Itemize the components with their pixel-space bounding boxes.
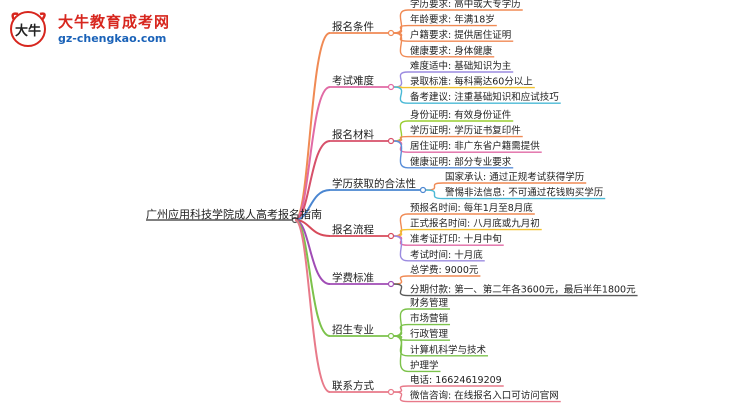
branch-label: 考试难度 — [332, 74, 374, 87]
logo-mark-text: 大牛 — [15, 23, 41, 39]
leaf-connector — [393, 391, 409, 403]
root-node-label: 广州应用科技学院成人高考报名指南 — [146, 208, 322, 221]
branch-end-dot — [387, 83, 395, 91]
site-logo[interactable]: 大牛 大牛教育成考网 gz-chengkao.com — [8, 8, 208, 48]
leaf-label: 警惕非法信息: 不可通过花钱购买学历 — [445, 187, 603, 199]
branch-label: 报名材料 — [332, 128, 374, 141]
leaf-label: 护理学 — [410, 359, 439, 371]
leaf-connector — [393, 228, 409, 237]
branch-connector — [294, 140, 331, 221]
leaf-label: 备考建议: 注重基础知识和应试技巧 — [410, 91, 559, 103]
branch-label: 联系方式 — [332, 379, 374, 392]
leaf-label: 健康要求: 身体健康 — [410, 45, 493, 57]
leaf-label: 市场营销 — [410, 313, 449, 325]
leaf-label: 考试时间: 十月底 — [410, 249, 483, 261]
leaf-label: 财务管理 — [410, 297, 449, 309]
leaf-connector — [393, 71, 409, 88]
leaf-connector — [393, 135, 409, 142]
leaf-label: 计算机科学与技术 — [410, 344, 487, 356]
branch-connector — [294, 219, 331, 393]
branch-end-dot — [387, 232, 395, 240]
bull-logo-icon: 大牛 — [10, 11, 46, 47]
leaf-label: 行政管理 — [410, 328, 449, 340]
leaf-label: 居住证明: 非广东省户籍需提供 — [410, 140, 540, 152]
leaf-label: 身份证明: 有效身份证件 — [410, 109, 512, 121]
branch-8: 联系方式 电话: 16624619209 微信咨询: 在线报名入口可访问官网 — [294, 219, 561, 403]
leaf-label: 健康证明: 部分专业要求 — [410, 156, 512, 168]
branch-end-dot — [419, 186, 427, 194]
leaf-label: 总学费: 9000元 — [410, 264, 479, 276]
branch-end-dot — [387, 29, 395, 37]
leaf-connector — [393, 235, 409, 262]
leaf-label: 难度适中: 基础知识为主 — [410, 60, 511, 72]
leaf-label: 年龄要求: 年满18岁 — [410, 14, 495, 26]
leaf-connector — [425, 182, 444, 191]
leaf-connector — [393, 24, 409, 34]
branch-label: 招生专业 — [332, 323, 374, 336]
leaf-label: 电话: 16624619209 — [410, 374, 502, 386]
leaf-connector — [393, 32, 409, 58]
branch-label: 学历获取的合法性 — [332, 177, 416, 190]
branch-label: 学费标准 — [332, 271, 374, 284]
branch-label: 报名流程 — [332, 223, 374, 236]
leaf-label: 国家承认: 通过正规考试获得学历 — [445, 171, 584, 183]
leaf-label: 准考证打印: 十月中旬 — [410, 233, 502, 245]
branch-connector — [294, 189, 331, 221]
leaf-label: 户籍要求: 提供居住证明 — [410, 29, 511, 41]
leaf-connector — [393, 86, 409, 104]
leaf-connector — [393, 140, 409, 169]
logo-domain-text: gz-chengkao.com — [58, 32, 167, 45]
leaf-label: 学历证明: 学历证书复印件 — [410, 125, 521, 137]
leaf-label: 预报名时间: 每年1月至8月底 — [410, 202, 533, 214]
logo-brand-text: 大牛教育成考网 — [58, 13, 171, 31]
leaf-label: 学历要求: 高中或大专学历 — [410, 0, 521, 10]
branch-end-dot — [387, 332, 395, 340]
branch-end-dot — [387, 280, 395, 288]
branch-end-dot — [387, 388, 395, 396]
branch-label: 报名条件 — [332, 20, 374, 33]
branch-connector — [294, 86, 331, 221]
branch-connector — [294, 32, 331, 221]
leaf-connector — [393, 323, 409, 337]
leaf-connector — [393, 385, 409, 393]
leaf-label: 录取标准: 每科需达60分以上 — [410, 76, 533, 88]
leaf-label: 微信咨询: 在线报名入口可访问官网 — [410, 390, 559, 402]
leaf-connector — [393, 283, 409, 297]
leaf-connector — [393, 335, 409, 373]
leaf-connector — [425, 189, 444, 200]
branch-end-dot — [387, 137, 395, 145]
leaf-connector — [393, 275, 409, 285]
leaf-label: 正式报名时间: 八月底或九月初 — [410, 218, 540, 230]
leaf-label: 分期付款: 第一、第二年各3600元，最后半年1800元 — [410, 284, 636, 296]
